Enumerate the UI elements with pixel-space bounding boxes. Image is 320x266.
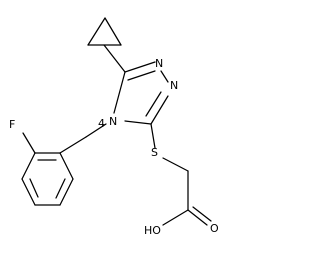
bond-ring-inner-2 [55,178,66,199]
bond-triazole-c5-n1-double [127,70,156,81]
hydroxyl-label: HO [144,224,161,237]
bond-n4-ch2 [85,123,107,138]
bond-ring-6 [59,152,74,180]
bond-triazole-c3-n4 [124,120,152,125]
bond-cyclopropyl-2 [104,17,122,46]
fluorobenzyl-group [59,123,107,154]
bond-ch2-aryl [59,136,87,154]
bond-ring-inner-1 [29,178,39,198]
bond-s-ch2 [162,157,189,172]
bond-ring-2 [21,152,36,180]
thioacetic-acid-chain [150,123,212,226]
bond-c3-s [150,123,156,149]
bond-triazole-n1-n2 [160,70,169,83]
nitrogen-locant-label: 4 [98,117,105,130]
chemical-structure-canvas: N N N 4 S F HO O [9,17,219,237]
bond-triazole-n2-c3-double [145,91,162,117]
bond-triazole-n2-c3 [150,95,169,125]
bond-triazole-n4-c5 [113,71,126,114]
bond-ring-5 [59,178,74,206]
sulfur-label: S [151,146,158,159]
bond-triazole-c5-n1 [124,61,156,73]
bond-ring-3 [21,178,36,206]
nitrogen-label-substituted: N [109,115,117,128]
nitrogen-label-top: N [155,57,163,70]
cyclopropyl-group [87,17,126,73]
chemical-structure-diagram: N N N 4 S F HO O [9,17,219,237]
bond-cyclopropyl-1 [87,17,106,46]
bond-c-oh [162,209,189,226]
bond-c-o-double [192,206,212,222]
triazole-ring [113,61,169,125]
carbonyl-oxygen-label: O [210,222,219,235]
bond-cyclopropyl-triazole [103,44,126,73]
nitrogen-label-right: N [170,79,178,92]
bond-c-f [22,132,36,154]
bond-c-o [187,209,208,226]
fluorine-label: F [9,118,15,131]
fluorophenyl-ring [21,132,74,206]
atom-labels: N N N 4 S F HO O [9,57,219,237]
